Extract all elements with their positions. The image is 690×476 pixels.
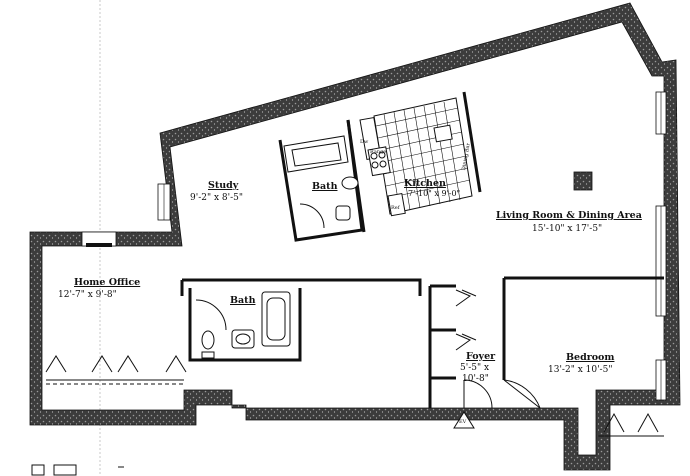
kitchen-label: Kitchen bbox=[404, 178, 446, 189]
foyer-dims-1: 5'-5" x bbox=[460, 363, 490, 373]
study-dims: 9'-2" x 8'-5" bbox=[190, 193, 244, 203]
upper-bath-label: Bath bbox=[312, 181, 338, 192]
home-office-dims: 12'-7" x 9'-8" bbox=[58, 290, 117, 300]
kitchen-floor-grid bbox=[373, 97, 473, 215]
kitchen-dims: 7'-10" x 9'-0" bbox=[408, 189, 461, 198]
stove-label: Range bbox=[370, 149, 387, 155]
kitchen-counters bbox=[359, 116, 453, 217]
refrigerator-label: Ref bbox=[391, 205, 400, 211]
bedroom-closet-doors bbox=[598, 412, 664, 437]
elevator-sign: EV bbox=[459, 419, 467, 425]
upper-bath-fixtures bbox=[283, 135, 359, 229]
bedroom-dims: 13'-2" x 10'-5" bbox=[548, 365, 613, 375]
lower-bath-fixtures bbox=[195, 291, 291, 359]
elevator-marker bbox=[453, 411, 475, 429]
closet-doors bbox=[455, 289, 477, 351]
living-windows bbox=[655, 91, 667, 401]
foyer-dims-2: 10'-8" bbox=[462, 374, 489, 384]
lower-bath-label: Bath bbox=[230, 295, 256, 306]
living-label: Living Room & Dining Area bbox=[496, 210, 642, 221]
office-closet-doors bbox=[45, 355, 187, 385]
bedroom-label: Bedroom bbox=[566, 352, 615, 363]
entry-door bbox=[463, 379, 493, 409]
foyer-label: Foyer bbox=[466, 351, 496, 362]
home-office-label: Home Office bbox=[74, 277, 141, 288]
living-dims: 15'-10" x 17'-5" bbox=[532, 224, 603, 234]
interior-walls bbox=[180, 91, 664, 408]
exterior-walls bbox=[29, 2, 681, 471]
structural-column bbox=[573, 171, 593, 191]
dishwasher-label: Dw bbox=[360, 139, 369, 145]
study-label: Study bbox=[208, 180, 239, 191]
bedroom-door bbox=[503, 379, 541, 409]
scale-legend bbox=[31, 464, 124, 476]
